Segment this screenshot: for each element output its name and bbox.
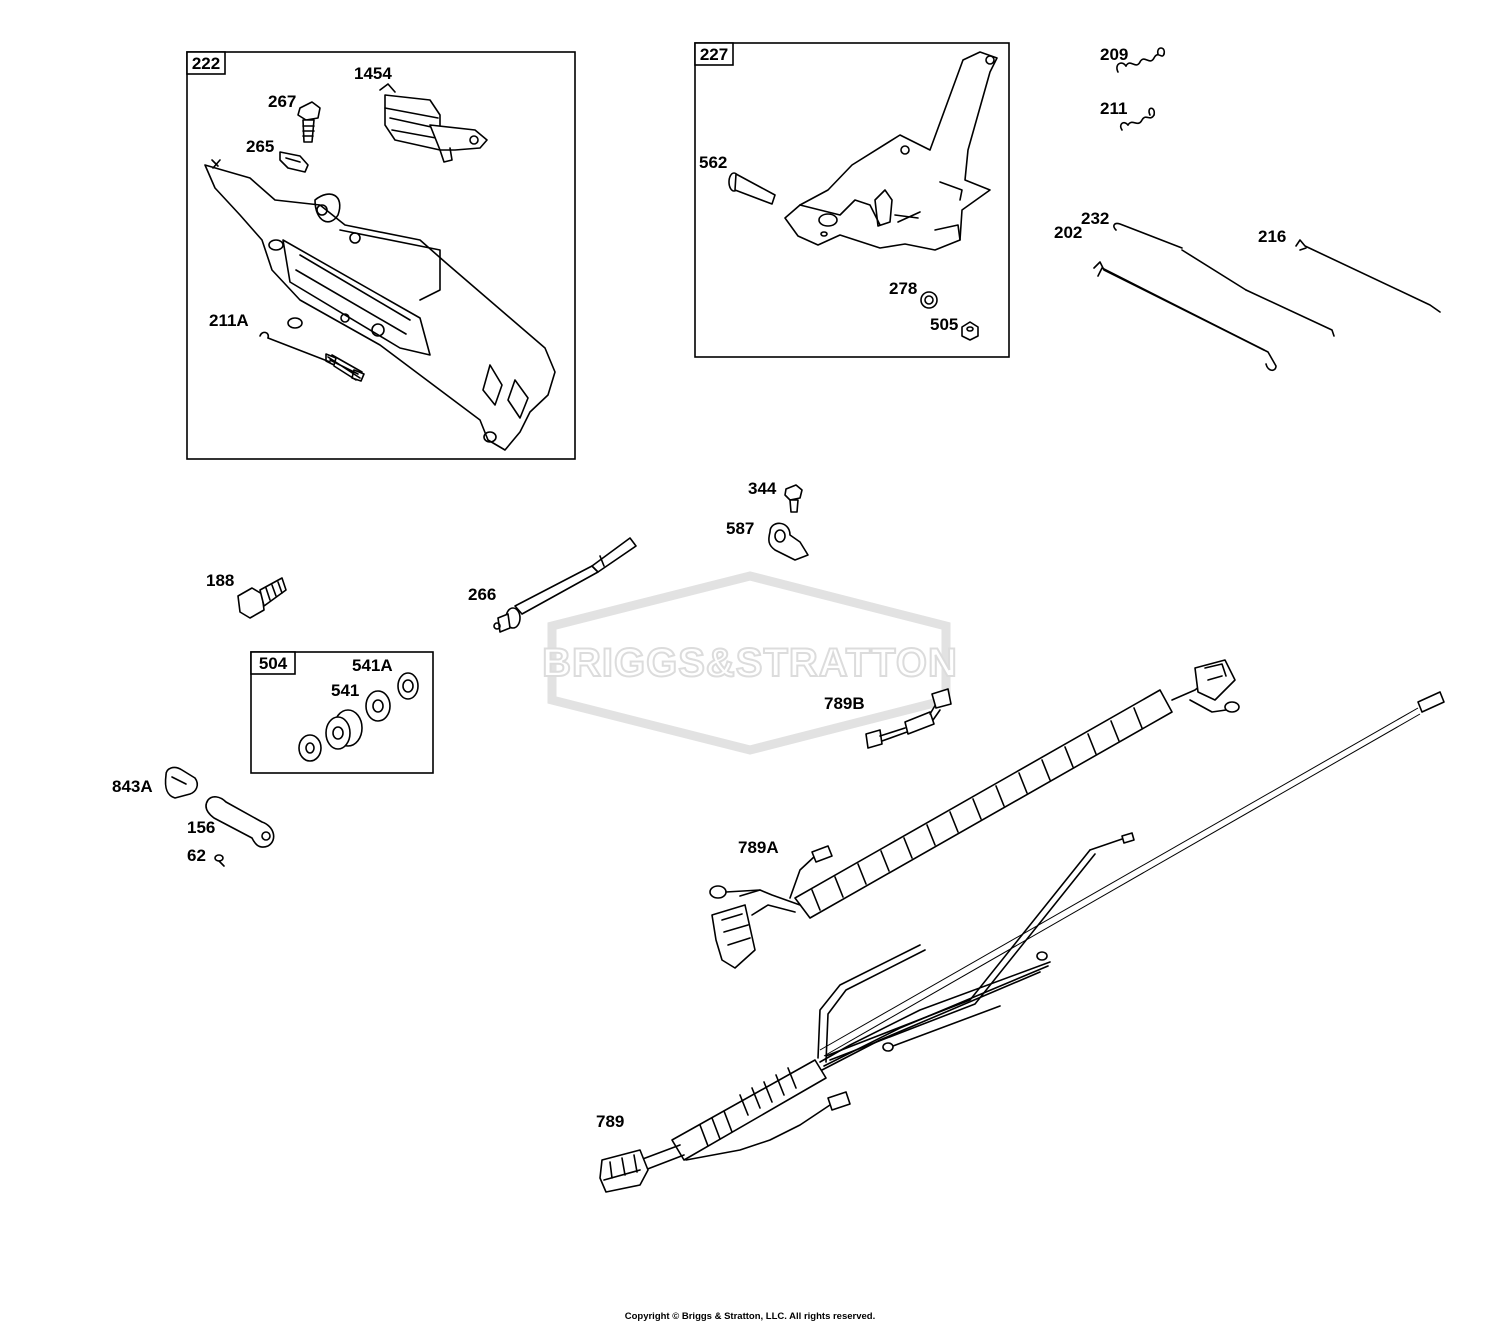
- label-266: 266: [468, 585, 496, 604]
- kit-box-227: 227: [694, 42, 1010, 358]
- label-211: 211: [1100, 99, 1127, 118]
- ground-cable-part: [819, 691, 1445, 1057]
- wiring-harness-part-789A: [709, 659, 1240, 969]
- nut-part-505: [961, 321, 979, 341]
- rod-part-216: [1295, 239, 1441, 313]
- washer-part-541A: [397, 672, 419, 700]
- spring-part-209: [1116, 47, 1166, 73]
- label-1454: 1454: [354, 64, 392, 83]
- label-541A: 541A: [352, 656, 393, 675]
- copyright-notice: Copyright © Briggs & Stratton, LLC. All …: [624, 1311, 876, 1322]
- jumper-harness-part-789B: [865, 688, 952, 749]
- rod-part-232: [1113, 222, 1335, 337]
- clip-part-265: [279, 151, 309, 173]
- label-789: 789: [596, 1112, 624, 1131]
- label-156: 156: [187, 818, 215, 837]
- wiring-harness-part-789: [599, 832, 1135, 1193]
- pad-part-843A: [164, 766, 198, 799]
- label-188: 188: [206, 571, 234, 590]
- watermark-text: BRIGGS&STRATTON: [542, 641, 958, 685]
- grommet-part-541: [325, 709, 363, 750]
- box-label-222: 222: [192, 54, 220, 73]
- label-216: 216: [1258, 227, 1286, 246]
- control-plate-part: [784, 51, 998, 251]
- pin-part-562: [728, 172, 776, 205]
- label-211A: 211A: [209, 311, 249, 330]
- box-label-227: 227: [700, 45, 728, 64]
- label-209: 209: [1100, 45, 1128, 64]
- bolt-part-267: [297, 101, 321, 143]
- label-344: 344: [748, 479, 777, 498]
- label-541: 541: [331, 681, 359, 700]
- bracket-part-156: [205, 796, 275, 848]
- bushing-part-541: [365, 690, 391, 722]
- label-267: 267: [268, 92, 296, 111]
- label-278: 278: [889, 279, 917, 298]
- label-62: 62: [187, 846, 206, 865]
- label-232: 232: [1081, 209, 1109, 228]
- spring-part-211A: [259, 331, 365, 382]
- label-843A: 843A: [112, 777, 153, 796]
- briggs-stratton-watermark: BRIGGS&STRATTON: [541, 571, 958, 755]
- label-587: 587: [726, 519, 754, 538]
- switch-part-1454: [379, 83, 488, 163]
- washer-part-504: [298, 734, 322, 762]
- rod-part-202: [1093, 261, 1277, 372]
- kit-box-222: 222: [186, 51, 576, 460]
- kit-box-504: 504: [250, 651, 434, 774]
- label-562: 562: [699, 153, 727, 172]
- bolt-part-344: [784, 484, 803, 513]
- label-265: 265: [246, 137, 274, 156]
- washer-part-278: [920, 291, 938, 309]
- label-202: 202: [1054, 223, 1082, 242]
- control-bracket-part: [204, 159, 556, 451]
- spring-part-211: [1119, 107, 1156, 131]
- label-505: 505: [930, 315, 958, 334]
- label-789A: 789A: [738, 838, 779, 857]
- dipstick-part-266: [493, 537, 637, 633]
- bolt-part-188: [237, 577, 287, 619]
- box-label-504: 504: [259, 654, 288, 673]
- clamp-part-587: [768, 522, 809, 561]
- label-789B: 789B: [824, 694, 865, 713]
- screw-part-62: [214, 854, 225, 867]
